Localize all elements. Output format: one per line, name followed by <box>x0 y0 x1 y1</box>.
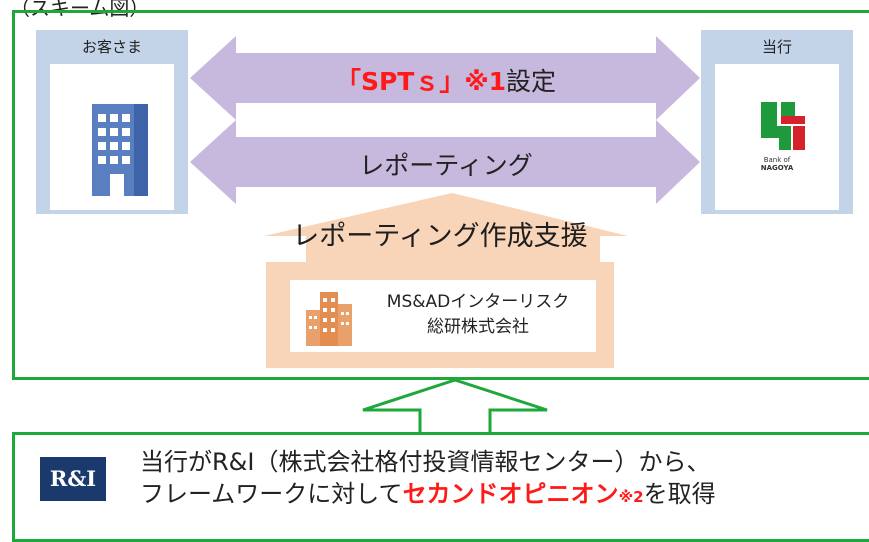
scheme-frame <box>12 10 869 380</box>
ri-up-arrow <box>362 378 548 438</box>
building-icon <box>92 104 148 196</box>
customer-label: お客さま <box>81 38 142 56</box>
bank-logo-panel: Bank of NAGOYA <box>715 64 839 210</box>
firm-name: MS&ADインターリスク 総研株式会社 <box>364 290 592 340</box>
spts-label: 「SPTｓ」※1設定 <box>236 62 656 96</box>
scheme-arrows <box>190 36 700 438</box>
bank-box: 当行 Bank of NAGOYA <box>701 30 853 214</box>
ri-statement: 当行がR&I（株式会社格付投資情報センター）から、 フレームワークに対してセカン… <box>140 446 716 513</box>
ri-logo: R&I <box>40 457 106 501</box>
ri-line1: 当行がR&I（株式会社格付投資情報センター）から、 <box>140 448 711 476</box>
reporting-label: レポーティング <box>359 151 533 180</box>
spts-double-arrow <box>190 36 700 120</box>
firm-box: MS&ADインターリスク 総研株式会社 <box>266 262 614 368</box>
support-up-arrow <box>264 193 628 262</box>
ri-line2-post: を取得 <box>643 480 716 508</box>
spts-setting: 設定 <box>506 67 557 96</box>
customer-box: お客さま <box>36 30 188 214</box>
ri-line2: フレームワークに対してセカンドオピニオン※2を取得 <box>140 478 716 513</box>
bank-of-nagoya-logo <box>761 102 805 150</box>
bank-label: 当行 <box>761 38 792 56</box>
ri-line2-pre: フレームワークに対して <box>140 480 403 508</box>
bank-logo-text-1: Bank of <box>763 156 791 164</box>
customer-icon-panel <box>50 64 174 210</box>
firm-name-line2: 総研株式会社 <box>427 317 529 337</box>
note-2-marker: ※2 <box>618 488 644 506</box>
reporting-double-arrow <box>190 120 700 204</box>
support-label: レポーティング作成支援 <box>292 221 588 252</box>
spts-term: 「SPTｓ」※1 <box>335 67 507 96</box>
office-buildings-icon <box>306 292 352 346</box>
firm-name-line1: MS&ADインターリスク <box>386 292 570 312</box>
reporting-label-wrap: レポーティング <box>236 146 656 180</box>
second-opinion-term: セカンドオピニオン <box>402 480 619 508</box>
firm-panel: MS&ADインターリスク 総研株式会社 <box>290 280 596 352</box>
bank-logo-text-2: NAGOYA <box>760 164 794 172</box>
